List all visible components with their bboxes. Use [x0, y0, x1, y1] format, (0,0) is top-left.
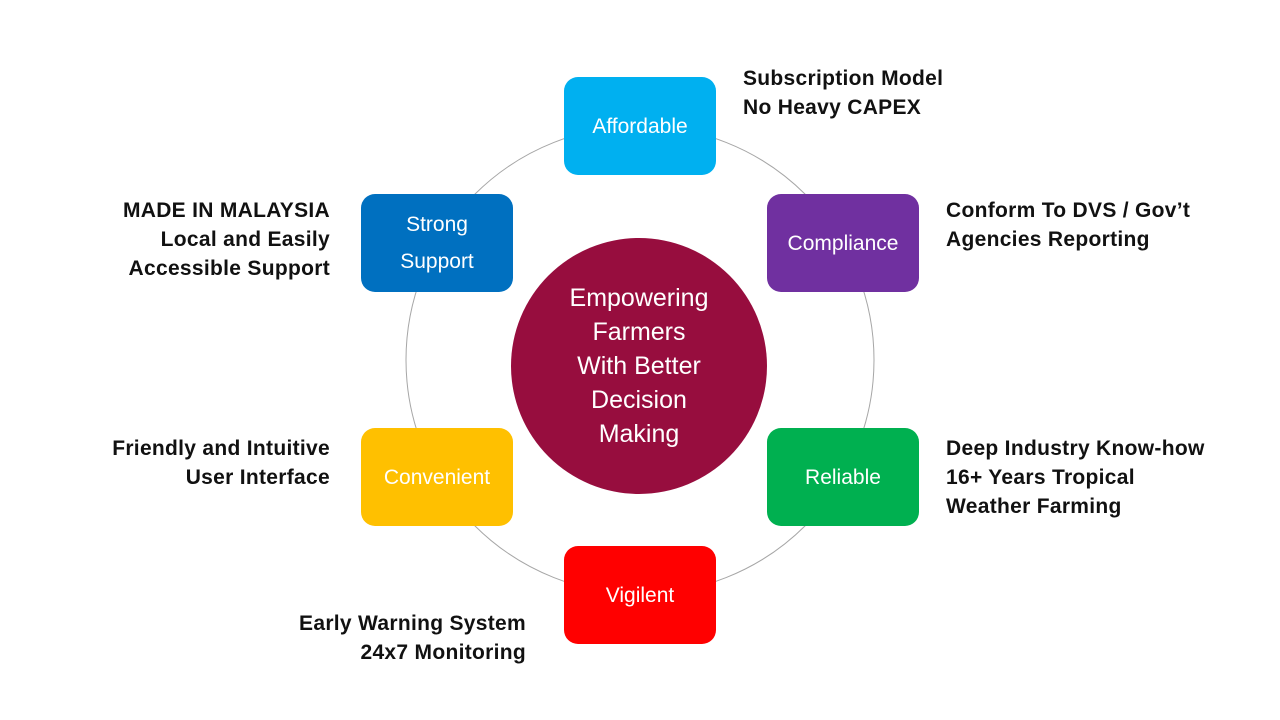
note-compliance: Conform To DVS / Gov’t Agencies Reportin… [946, 199, 1191, 251]
note-strong-support: MADE IN MALAYSIA Local and Easily Access… [122, 199, 330, 280]
note-reliable: Deep Industry Know-how 16+ Years Tropica… [946, 437, 1205, 518]
node-affordable: Affordable [564, 77, 716, 175]
note-convenient: Friendly and Intuitive User Interface [112, 437, 330, 489]
note-vigilent: Early Warning System 24x7 Monitoring [299, 612, 526, 664]
node-vigilent: Vigilent [564, 546, 716, 644]
central-goal: Empowering Farmers With Better Decision … [511, 238, 767, 494]
node-reliable: Reliable [767, 428, 919, 526]
note-affordable: Subscription Model No Heavy CAPEX [743, 67, 944, 119]
node-compliance: Compliance [767, 194, 919, 292]
node-convenient: Convenient [361, 428, 513, 526]
node-strong-support: Strong Support [361, 194, 513, 292]
